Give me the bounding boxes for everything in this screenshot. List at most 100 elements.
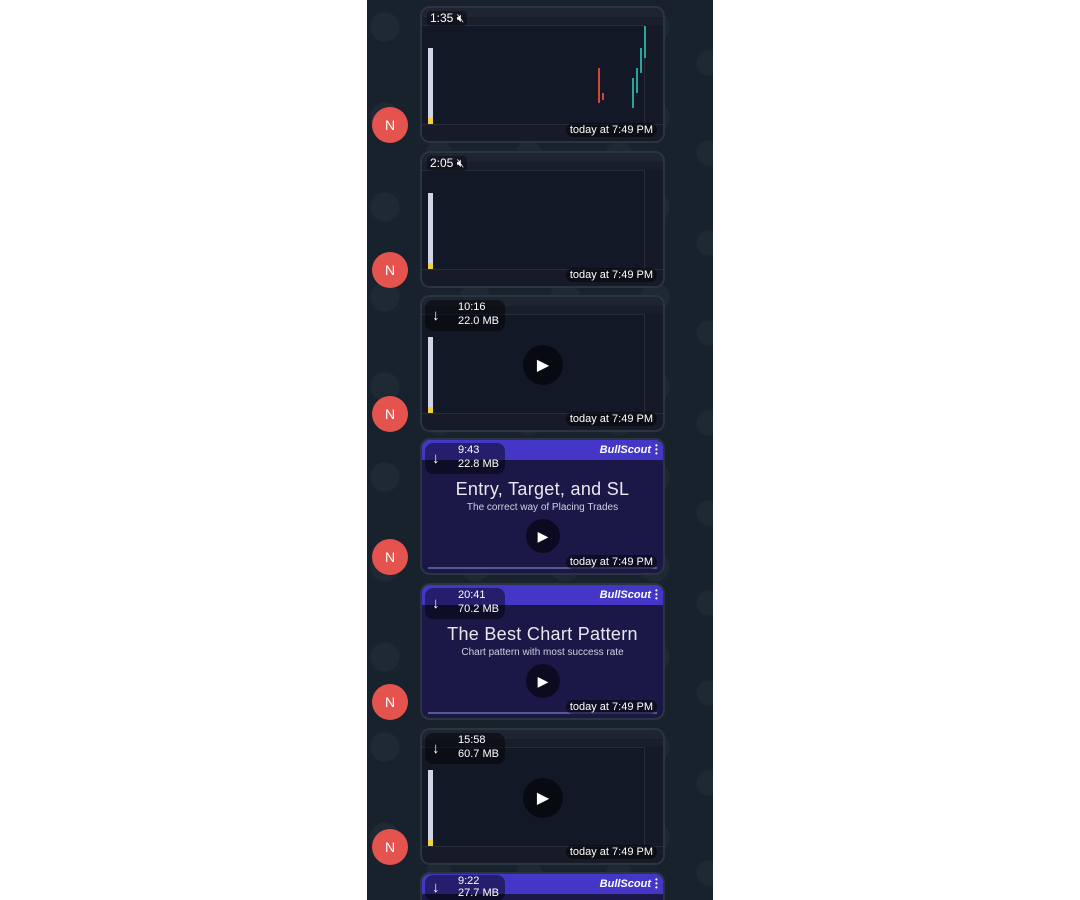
message-item: N BullScout ••• The Best Chart Pattern Ch…: [367, 583, 713, 720]
price-scale: [644, 25, 663, 125]
screen-tabbar: [422, 8, 663, 17]
video-duration: 10:16: [458, 301, 486, 313]
message-item: N BullScout ••• Entry, Target, and SL The…: [367, 438, 713, 575]
screen-bottombar: [422, 269, 663, 286]
candle: [602, 93, 604, 100]
video-title: Entry, Target, and SL: [455, 479, 630, 499]
download-arrow-icon: ↓: [432, 740, 440, 757]
avatar[interactable]: N: [372, 539, 408, 575]
message-timestamp: today at 7:49 PM: [565, 268, 657, 282]
screen-toolbar: [422, 739, 663, 748]
download-arrow-icon: ↓: [432, 307, 440, 324]
candle: [644, 26, 646, 58]
video-message[interactable]: ↓ 10:16 22.0 MB ▶ today at 7:49 PM: [420, 295, 665, 432]
price-scale: [644, 314, 663, 414]
more-dots-icon: •••: [655, 586, 658, 603]
play-icon: ▶: [537, 672, 549, 689]
message-timestamp: today at 7:49 PM: [565, 845, 657, 859]
play-icon: ▶: [536, 357, 550, 374]
screen-bottombar: [422, 413, 663, 430]
video-body: [422, 605, 663, 718]
video-title: The Best Chart Pattern: [447, 624, 638, 644]
bullscout-logo: BullScout: [599, 589, 651, 601]
avatar[interactable]: N: [372, 829, 408, 865]
avatar[interactable]: N: [372, 684, 408, 720]
video-message[interactable]: BullScout ••• The Best Chart Pattern Char…: [420, 583, 665, 720]
candle: [598, 68, 600, 103]
play-button[interactable]: ▶: [523, 778, 563, 818]
play-icon: ▶: [537, 527, 549, 544]
video-duration: 15:58: [458, 734, 486, 746]
video-duration: 2:05: [430, 156, 454, 170]
play-button[interactable]: ▶: [526, 519, 560, 553]
play-button[interactable]: ▶: [523, 345, 563, 385]
screen-tabbar: [422, 730, 663, 739]
message-timestamp: today at 7:49 PM: [565, 555, 657, 569]
screen-tabbar: [422, 153, 663, 162]
file-size: 22.8 MB: [458, 458, 499, 470]
bullscout-logo: BullScout: [599, 878, 651, 890]
video-duration: 9:43: [458, 444, 480, 456]
video-duration: 20:41: [458, 589, 486, 601]
message-timestamp: today at 7:49 PM: [565, 412, 657, 426]
muted-speaker-icon[interactable]: 🔇︎: [456, 156, 465, 170]
video-banner: [422, 874, 663, 894]
screen-bottombar: [422, 124, 663, 141]
download-badge[interactable]: ↓ 9:22 27.7 MB: [425, 875, 505, 900]
message-timestamp: today at 7:49 PM: [565, 700, 657, 714]
play-button[interactable]: ▶: [526, 664, 560, 698]
candle: [640, 48, 642, 73]
price-scale: [644, 747, 663, 847]
file-size: 60.7 MB: [458, 748, 499, 760]
play-icon: ▶: [536, 790, 550, 807]
download-badge[interactable]: ↓ 9:43 22.8 MB: [425, 443, 505, 474]
message-item: N 2:05 🔇︎ today at 7:49 PM: [367, 151, 713, 288]
screen-toolbar: [422, 17, 663, 26]
video-duration: 1:35: [430, 11, 454, 25]
screen-bottombar: [422, 846, 663, 863]
download-arrow-icon: ↓: [432, 450, 440, 467]
download-badge[interactable]: ↓ 10:16 22.0 MB: [425, 300, 505, 331]
video-duration: 9:22: [458, 875, 480, 887]
video-body: [422, 460, 663, 573]
file-size: 27.7 MB: [458, 887, 499, 899]
video-message[interactable]: BullScout ••• ↓ 9:22 27.7 MB: [420, 872, 665, 900]
download-arrow-icon: ↓: [432, 879, 440, 896]
drawing-toolbar: [428, 337, 433, 413]
video-message[interactable]: 1:35 🔇︎ today at 7:49 PM: [420, 6, 665, 143]
price-scale: [644, 170, 663, 270]
download-badge[interactable]: ↓ 15:58 60.7 MB: [425, 733, 505, 764]
screen-toolbar: [422, 306, 663, 315]
drawing-toolbar: [428, 193, 433, 269]
message-item: N ↓ 15:58 60.7 MB ▶ today at 7:49 PM: [367, 728, 713, 865]
avatar[interactable]: N: [372, 396, 408, 432]
video-message[interactable]: 2:05 🔇︎ today at 7:49 PM: [420, 151, 665, 288]
drawing-toolbar: [428, 770, 433, 846]
message-item: N ↓ 10:16 22.0 MB ▶ today at 7:49 PM: [367, 295, 713, 432]
video-message[interactable]: ↓ 15:58 60.7 MB ▶ today at 7:49 PM: [420, 728, 665, 865]
file-size: 70.2 MB: [458, 603, 499, 615]
download-badge[interactable]: ↓ 20:41 70.2 MB: [425, 588, 505, 619]
download-arrow-icon: ↓: [432, 595, 440, 612]
more-dots-icon: •••: [655, 875, 658, 892]
screen-tabbar: [422, 297, 663, 306]
avatar[interactable]: N: [372, 252, 408, 288]
video-progress: [428, 567, 657, 569]
video-message[interactable]: BullScout ••• Entry, Target, and SL The c…: [420, 438, 665, 575]
screen-toolbar: [422, 162, 663, 171]
message-timestamp: today at 7:49 PM: [565, 123, 657, 137]
candle: [636, 68, 638, 93]
bullscout-logo: BullScout: [599, 444, 651, 456]
video-subtitle: Chart pattern with most success rate: [461, 647, 624, 658]
avatar[interactable]: N: [372, 107, 408, 143]
video-subtitle: The correct way of Placing Trades: [466, 502, 619, 513]
video-banner: [422, 440, 663, 460]
message-item: BullScout ••• ↓ 9:22 27.7 MB: [367, 872, 713, 900]
video-progress: [428, 712, 657, 714]
candle: [632, 78, 634, 108]
video-banner: [422, 585, 663, 605]
video-duration-badge: 1:35 🔇︎: [427, 11, 468, 26]
muted-speaker-icon[interactable]: 🔇︎: [456, 11, 465, 25]
file-size: 22.0 MB: [458, 315, 499, 327]
more-dots-icon: •••: [655, 441, 658, 458]
